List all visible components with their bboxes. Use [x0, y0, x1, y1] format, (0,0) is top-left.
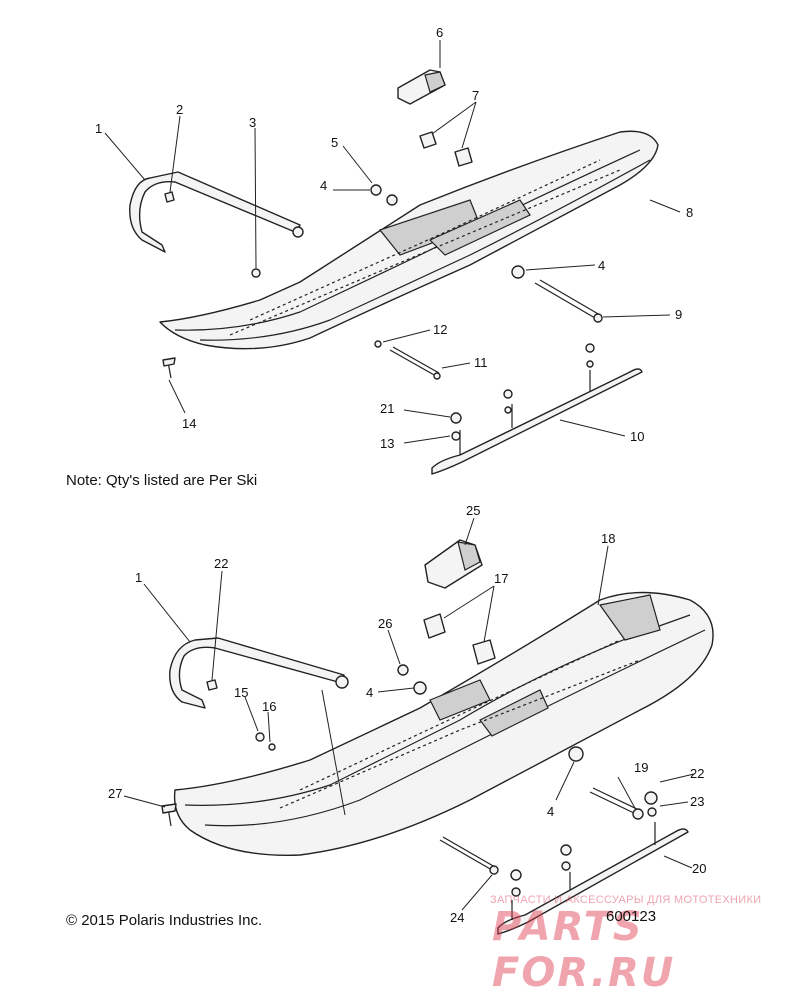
callout-4e: 4 — [547, 804, 554, 819]
part-16-washer — [268, 743, 276, 751]
part-3-nut — [251, 268, 261, 278]
callout-27: 27 — [108, 786, 122, 801]
watermark-subtitle: ЗАПЧАСТИ И АКСЕССУАРЫ ДЛЯ МОТОТЕХНИКИ — [490, 894, 762, 906]
callout-20: 20 — [692, 861, 706, 876]
part-17-bushing-b — [472, 639, 496, 665]
watermark-logo: PARTS FOR.RU — [492, 904, 676, 988]
callout-4b: 4 — [598, 258, 605, 273]
callout-15: 15 — [234, 685, 248, 700]
upper-loop-handle — [129, 171, 304, 253]
part-22-nut — [644, 791, 658, 805]
callout-14: 14 — [182, 416, 196, 431]
callout-9: 9 — [675, 307, 682, 322]
lower-callouts: 25 18 1 22 17 26 4 15 16 4 19 22 23 27 2… — [108, 503, 706, 925]
callout-21: 21 — [380, 401, 394, 416]
part-7-bushing-b — [454, 147, 473, 167]
callout-1: 1 — [95, 121, 102, 136]
part-5-nut — [370, 184, 382, 196]
part-19-bolt — [589, 791, 637, 815]
part-11-bolt — [389, 349, 437, 377]
part-15-nut — [255, 732, 265, 742]
part-13-washer — [451, 431, 461, 441]
lower-ski-body — [173, 591, 714, 856]
part-24-bolt — [439, 839, 493, 871]
upper-small-parts — [162, 69, 643, 475]
part-7-bushing-a — [419, 131, 437, 149]
callout-11: 11 — [474, 355, 488, 370]
callout-10: 10 — [630, 429, 644, 444]
callout-25: 25 — [466, 503, 480, 518]
part-20-wear-bar — [497, 828, 689, 935]
part-12-washer — [374, 340, 382, 348]
callout-5: 5 — [331, 135, 338, 150]
part-2-insert — [164, 191, 175, 203]
part-4-washer-a — [413, 681, 427, 695]
callout-1b: 1 — [135, 570, 142, 585]
callout-4: 4 — [320, 178, 327, 193]
callout-26: 26 — [378, 616, 392, 631]
part-9-bolt — [534, 282, 596, 319]
part-17-bushing-a — [423, 613, 446, 639]
callout-24: 24 — [450, 910, 464, 925]
part-26-nut — [397, 664, 409, 676]
callout-7: 7 — [472, 88, 479, 103]
callout-17: 17 — [494, 571, 508, 586]
callout-22b: 22 — [690, 766, 704, 781]
callout-4d: 4 — [366, 685, 373, 700]
copyright-text: © 2015 Polaris Industries Inc. — [66, 912, 263, 929]
part-4-washer-b — [511, 265, 525, 279]
callout-3: 3 — [249, 115, 256, 130]
callout-2: 2 — [176, 102, 183, 117]
callout-12: 12 — [433, 322, 447, 337]
upper-callouts: 1 2 3 4 5 6 7 4 8 4 9 12 11 14 21 13 10 — [95, 25, 693, 451]
part-4-washer-b — [568, 746, 584, 762]
callout-19: 19 — [634, 760, 648, 775]
callout-16: 16 — [262, 699, 276, 714]
part-23-washer — [647, 807, 657, 817]
callout-22: 22 — [214, 556, 228, 571]
callout-8: 8 — [686, 205, 693, 220]
quantity-note: Note: Qty's listed are Per Ski — [66, 472, 258, 489]
upper-leader-lines — [104, 40, 681, 444]
callout-23: 23 — [690, 794, 704, 809]
lower-loop-handle — [169, 637, 349, 709]
lower-ski-assembly: 25 18 1 22 17 26 4 15 16 4 19 22 23 27 2… — [108, 503, 714, 935]
callout-18: 18 — [601, 531, 615, 546]
part-21-nut — [450, 412, 462, 424]
figure-number: 600123 — [606, 908, 657, 925]
callout-6: 6 — [436, 25, 443, 40]
upper-ski-body — [159, 130, 659, 350]
part-10-wear-bar — [431, 368, 643, 475]
callout-13: 13 — [380, 436, 394, 451]
part-4-washer-a — [386, 194, 398, 206]
part-22-insert — [206, 679, 218, 691]
lower-small-parts — [161, 539, 689, 935]
upper-ski-assembly: 1 2 3 4 5 6 7 4 8 4 9 12 11 14 21 13 10 — [95, 25, 693, 475]
lower-leader-lines — [123, 517, 695, 911]
